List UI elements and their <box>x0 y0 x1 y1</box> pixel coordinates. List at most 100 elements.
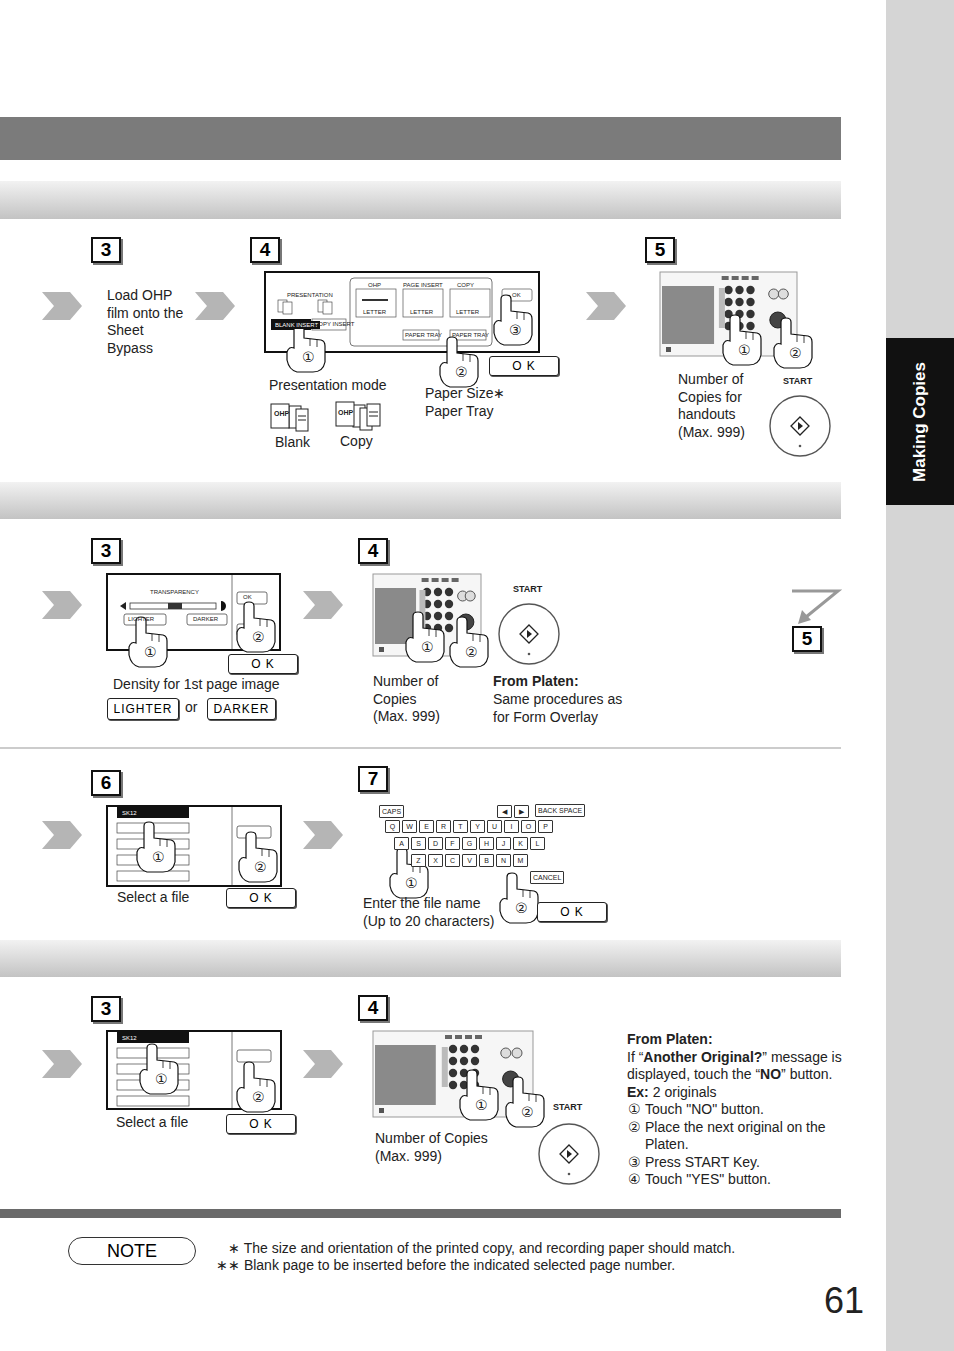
callout-number: ② <box>627 1120 642 1135</box>
caption-text: ∗∗ Blank page to be inserted before the … <box>216 1257 675 1275</box>
icon-text: OHP <box>338 409 353 417</box>
drawing-shape <box>445 612 453 620</box>
drawing-shape <box>130 603 216 609</box>
pointing-hand <box>137 822 175 872</box>
button-text: 5 <box>802 628 813 650</box>
screen-text: COPY <box>457 282 474 289</box>
instruction-text: ” button. <box>781 1066 832 1082</box>
drawing-shape <box>523 890 524 897</box>
drawing-shape <box>0 117 841 160</box>
step-number: 4 <box>358 538 388 564</box>
step-number: 7 <box>358 766 388 792</box>
drawing-shape <box>724 298 732 306</box>
drawing-shape <box>323 302 332 314</box>
drawing-shape <box>432 578 439 582</box>
drawing-shape <box>163 1061 164 1068</box>
drawing-shape <box>480 635 481 642</box>
callout-number: ② <box>251 1090 266 1105</box>
drawing-shape <box>422 578 429 582</box>
callout-number: ② <box>520 1105 535 1120</box>
callout-number: ① <box>143 645 158 660</box>
drawing-shape <box>356 289 396 317</box>
drawing-shape <box>797 335 798 342</box>
screen-text: PAPER TRAY <box>452 332 489 339</box>
callout-number: ④ <box>627 1172 642 1187</box>
instruction-text: Another Original? <box>643 1049 762 1065</box>
touch-button: O K <box>489 356 559 376</box>
button-text: O K <box>251 657 275 671</box>
keyboard-key: A <box>394 837 409 850</box>
step-item: ③Press START Key. <box>627 1154 855 1172</box>
drawing-shape <box>746 286 754 294</box>
drawing-shape <box>117 807 189 818</box>
drawing-shape <box>237 602 275 652</box>
drawing-shape <box>436 630 437 637</box>
button-text: Making Copies <box>910 362 930 482</box>
drawing-shape <box>473 634 474 641</box>
keyboard-key: R <box>436 820 451 833</box>
drawing-shape <box>336 402 354 426</box>
drawing-shape <box>283 302 292 314</box>
pointing-hand <box>237 1062 275 1112</box>
drawing-shape <box>120 602 126 610</box>
drawing-shape <box>471 1045 479 1053</box>
drawing-shape <box>232 575 233 649</box>
drawing-shape <box>239 832 277 882</box>
screen-text: OK <box>243 594 252 601</box>
keyboard-key: L <box>530 837 545 850</box>
drawing-shape <box>429 629 430 636</box>
drawing-shape <box>798 610 811 624</box>
step-item: ①Touch "NO" button. <box>627 1101 855 1119</box>
drawing-shape <box>450 617 488 667</box>
drawing-shape <box>449 1057 457 1065</box>
drawing-shape <box>375 1045 436 1105</box>
screen-text: PRESENTATION <box>287 292 333 299</box>
drawing-shape <box>262 849 263 856</box>
touch-button: O K <box>228 654 298 674</box>
drawing-shape <box>107 806 281 886</box>
drawing-shape <box>449 1069 457 1077</box>
drawing-shape <box>237 1050 271 1062</box>
drawing-shape <box>117 1096 189 1106</box>
keyboard-key: D <box>428 837 443 850</box>
step-number: 5 <box>645 237 675 263</box>
key-name: START <box>553 1102 582 1112</box>
pointing-hand <box>440 337 478 387</box>
drawing-shape <box>746 298 754 306</box>
step-number: 5 <box>792 626 822 652</box>
drawing-shape <box>390 848 428 898</box>
callout-number: ② <box>253 860 268 875</box>
drawing-shape <box>0 1209 841 1218</box>
keyboard-key: CAPS <box>379 805 404 818</box>
drawing-shape <box>753 333 754 340</box>
caption-text: Select a file <box>116 1114 188 1132</box>
pointing-hand <box>723 315 761 365</box>
drawing-shape <box>560 1145 578 1163</box>
drawing-shape <box>160 839 161 846</box>
drawing-shape <box>732 276 739 280</box>
keyboard-key: BACK SPACE <box>535 804 585 817</box>
bold-heading: From Platen: <box>493 673 579 691</box>
pointing-hand <box>774 318 812 368</box>
drawing-shape <box>769 289 779 299</box>
drawing-shape <box>260 619 261 626</box>
pointing-hand <box>460 1070 498 1120</box>
instruction-text: Press START Key. <box>645 1154 760 1170</box>
drawing-shape <box>296 409 308 431</box>
keyboard-key: M <box>513 854 528 867</box>
section-tab: Making Copies <box>886 338 954 505</box>
keyboard-key: K <box>513 837 528 850</box>
button-text: LIGHTER <box>113 702 172 716</box>
drawing-shape <box>528 653 531 656</box>
screen-text: COPY INSERT <box>314 321 354 328</box>
drawing-shape <box>310 339 311 346</box>
keyboard-key: B <box>479 854 494 867</box>
button-text: 4 <box>368 540 379 562</box>
drawing-shape <box>746 310 754 318</box>
callout-number: ① <box>404 876 419 891</box>
pointing-hand <box>390 848 428 898</box>
drawing-shape <box>260 1079 261 1086</box>
drawing-shape <box>107 1031 281 1109</box>
caption-text: ∗ The size and orientation of the printe… <box>228 1240 735 1258</box>
